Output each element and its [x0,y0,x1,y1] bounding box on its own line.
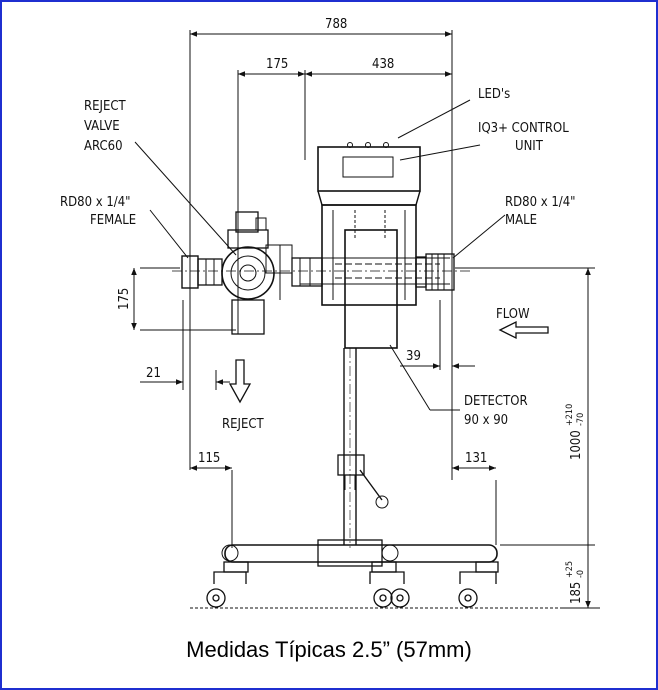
label-outlet-2: MALE [505,213,537,228]
label-detector-2: 90 x 90 [464,413,508,428]
caption: Medidas Típicas 2.5” (57mm) [186,637,472,662]
dim-base-tol-minus: -0 [576,570,586,578]
dim-base-height: 185 [569,582,584,604]
dim-base-tol-plus: +25 [565,561,575,578]
dim-left-leg: 115 [198,451,220,466]
dim-height-main-tol-minus: -70 [576,413,586,426]
label-reject: REJECT [222,417,265,432]
dim-pipe-height: 175 [117,288,132,310]
label-reject-valve-2: VALVE [84,119,120,134]
dim-valve-gap: 21 [146,366,161,381]
dim-height-main: 1000 [569,430,584,460]
label-inlet-1: RD80 x 1/4" [60,195,131,210]
label-leds: LED's [478,87,510,102]
dim-head-width: 438 [372,57,394,72]
dim-valve-offset: 175 [266,57,288,72]
dim-height-main-tol-plus: +210 [565,404,575,426]
label-flow: FLOW [496,307,530,322]
dim-right-leg: 131 [465,451,487,466]
label-reject-valve-3: ARC60 [84,139,123,154]
label-inlet-2: FEMALE [90,213,136,228]
dim-overall-width: 788 [325,17,347,32]
label-reject-valve-1: REJECT [84,99,127,114]
label-control-unit-2: UNIT [515,139,544,154]
label-detector-1: DETECTOR [464,394,528,409]
label-control-unit-1: IQ3+ CONTROL [478,121,569,136]
label-outlet-1: RD80 x 1/4" [505,195,576,210]
dim-outlet-gap: 39 [406,349,421,364]
